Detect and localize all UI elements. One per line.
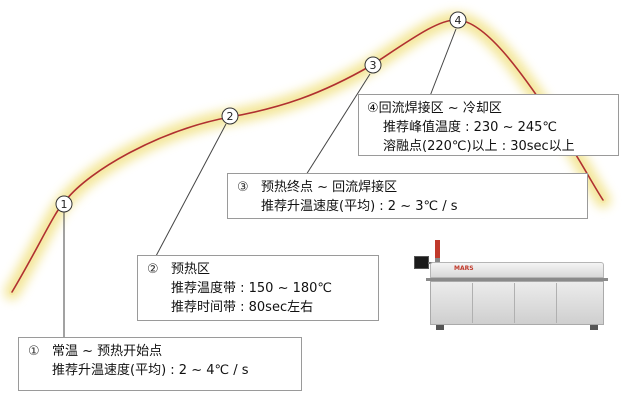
marker-1: 1 — [55, 195, 73, 213]
machine-panel-divider-3 — [556, 283, 557, 323]
callout-1-title: 常温 ~ 预热开始点 — [52, 344, 163, 359]
callout-3-line1: 推荐升温速度(平均) : 2 ~ 3℃ / s — [261, 199, 458, 214]
callout-3-title: 预热终点 ~ 回流焊接区 — [261, 180, 398, 195]
callout-preheat-end-to-reflow: ③ 预热终点 ~ 回流焊接区 推荐升温速度(平均) : 2 ~ 3℃ / s — [227, 173, 588, 219]
svg-text:3: 3 — [370, 59, 377, 72]
callout-4-line2: 溶融点(220℃)以上 : 30sec以上 — [383, 139, 575, 154]
callout-preheat-zone: ② 预热区 推荐温度带 : 150 ~ 180℃ 推荐时间带 : 80sec左右 — [137, 255, 379, 321]
machine-foot-left — [436, 325, 444, 330]
machine-foot-right — [590, 325, 598, 330]
callout-2-line2: 推荐时间带 : 80sec左右 — [171, 300, 314, 315]
callout-2-title: 预热区 — [171, 262, 211, 277]
leader-line-2 — [155, 123, 227, 257]
machine-panel-divider-1 — [472, 283, 473, 323]
callout-2-number: ② — [147, 262, 159, 277]
callout-4-line1: 推荐峰值温度 : 230 ~ 245℃ — [383, 120, 558, 135]
callout-reflow-to-cooling: ④回流焊接区 ~ 冷却区 推荐峰值温度 : 230 ~ 245℃ 溶融点(220… — [358, 94, 619, 156]
machine-conveyor — [426, 278, 608, 281]
callout-ambient-to-preheat: ① 常温 ~ 预热开始点 推荐升温速度(平均) : 2 ~ 4℃ / s — [18, 337, 302, 391]
callout-2-line1: 推荐温度带 : 150 ~ 180℃ — [171, 281, 333, 296]
marker-2: 2 — [221, 107, 239, 125]
svg-text:1: 1 — [61, 198, 68, 211]
machine-signal-tower — [435, 240, 440, 264]
leader-line-4 — [429, 28, 457, 97]
marker-3: 3 — [364, 56, 382, 74]
callout-4-title: 回流焊接区 ~ 冷却区 — [378, 101, 502, 116]
svg-text:2: 2 — [227, 110, 234, 123]
svg-text:4: 4 — [455, 14, 462, 27]
machine-body — [430, 281, 604, 325]
machine-top-cover — [430, 262, 604, 278]
reflow-oven-machine: MARS — [410, 240, 608, 332]
machine-panel-divider-2 — [514, 283, 515, 323]
callout-1-line1: 推荐升温速度(平均) : 2 ~ 4℃ / s — [52, 363, 249, 378]
callout-4-number: ④ — [367, 101, 379, 116]
callout-3-number: ③ — [237, 180, 249, 195]
leader-line-3 — [305, 73, 371, 176]
marker-4: 4 — [449, 11, 467, 29]
machine-monitor — [414, 256, 429, 269]
callout-1-number: ① — [28, 344, 40, 359]
machine-brand-label: MARS — [454, 265, 474, 272]
